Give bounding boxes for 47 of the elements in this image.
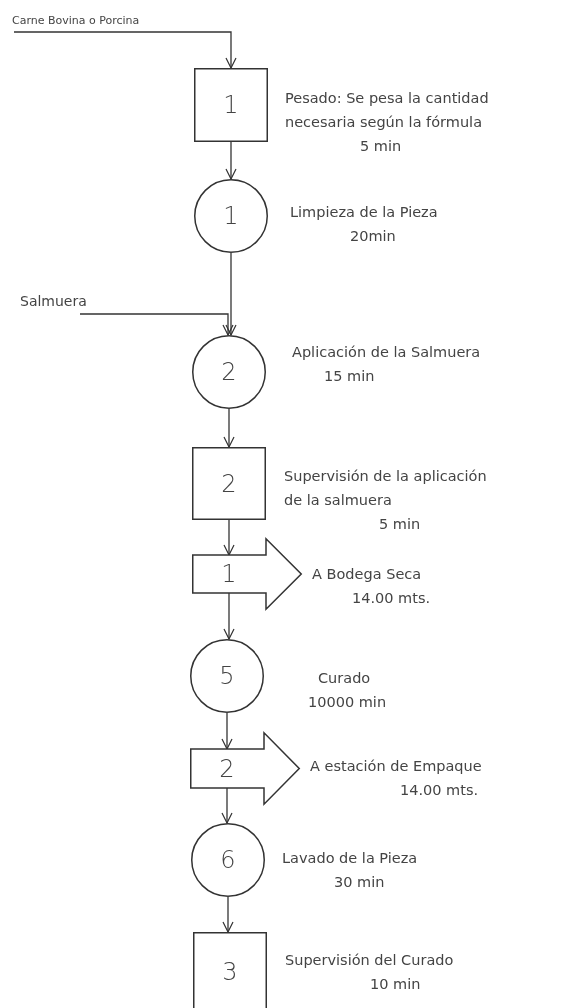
flow-arrow: [223, 592, 235, 640]
step-measure: 15 min: [323, 367, 375, 386]
inspection-square: [192, 447, 266, 520]
step-description: Pesado: Se pesa la cantidad necesaria según la fórmula: [285, 89, 490, 132]
step-description: Supervisión de la aplicación de la salmuera: [284, 467, 488, 510]
step-number: 1: [222, 204, 240, 228]
flow-arrow: [13, 31, 237, 69]
step-measure: 14.00 mts.: [399, 781, 479, 800]
step-description: Limpieza de la Pieza: [290, 203, 438, 222]
step-description: A estación de Empaque: [310, 757, 482, 776]
flow-arrow: [222, 896, 234, 933]
step-description: Curado: [318, 669, 371, 688]
step-number: 2: [218, 756, 236, 781]
step-description: Supervisión del Curado: [285, 951, 454, 970]
transport-symbol: [192, 538, 302, 610]
transport-symbol: [190, 732, 300, 805]
step-number: 2: [220, 360, 238, 384]
flow-arrow: [225, 141, 237, 180]
flow-arrow: [221, 787, 233, 824]
step-number: 1: [220, 562, 238, 586]
flow-arrow: [221, 712, 233, 750]
step-number: 5: [218, 664, 236, 688]
flow-arrow: [225, 252, 237, 336]
step-number: 6: [219, 848, 237, 872]
operation-circle: [190, 639, 264, 713]
step-measure: 5 min: [359, 137, 402, 156]
step-number: 1: [222, 93, 240, 117]
step-measure: 5 min: [378, 515, 421, 534]
flow-arrow: [79, 313, 234, 336]
step-measure: 10 min: [369, 975, 421, 994]
input-label: Carne Bovina o Porcina: [12, 12, 182, 32]
flow-arrow: [223, 408, 235, 448]
inspection-square: [194, 68, 268, 142]
operation-circle: [192, 335, 266, 409]
operation-circle: [191, 823, 265, 897]
step-description: A Bodega Seca: [312, 565, 422, 584]
step-measure: 20min: [349, 227, 396, 246]
step-description: Lavado de la Pieza: [282, 849, 418, 868]
step-measure: 30 min: [333, 873, 385, 892]
step-number: 3: [221, 960, 239, 984]
step-number: 2: [220, 471, 238, 496]
step-measure: 14.00 mts.: [351, 589, 431, 608]
step-measure: 10000 min: [308, 693, 387, 712]
flow-arrow: [223, 519, 235, 556]
step-description: Aplicación de la Salmuera: [292, 343, 481, 362]
input-label: Salmuera: [20, 292, 102, 314]
operation-circle: [194, 179, 268, 253]
